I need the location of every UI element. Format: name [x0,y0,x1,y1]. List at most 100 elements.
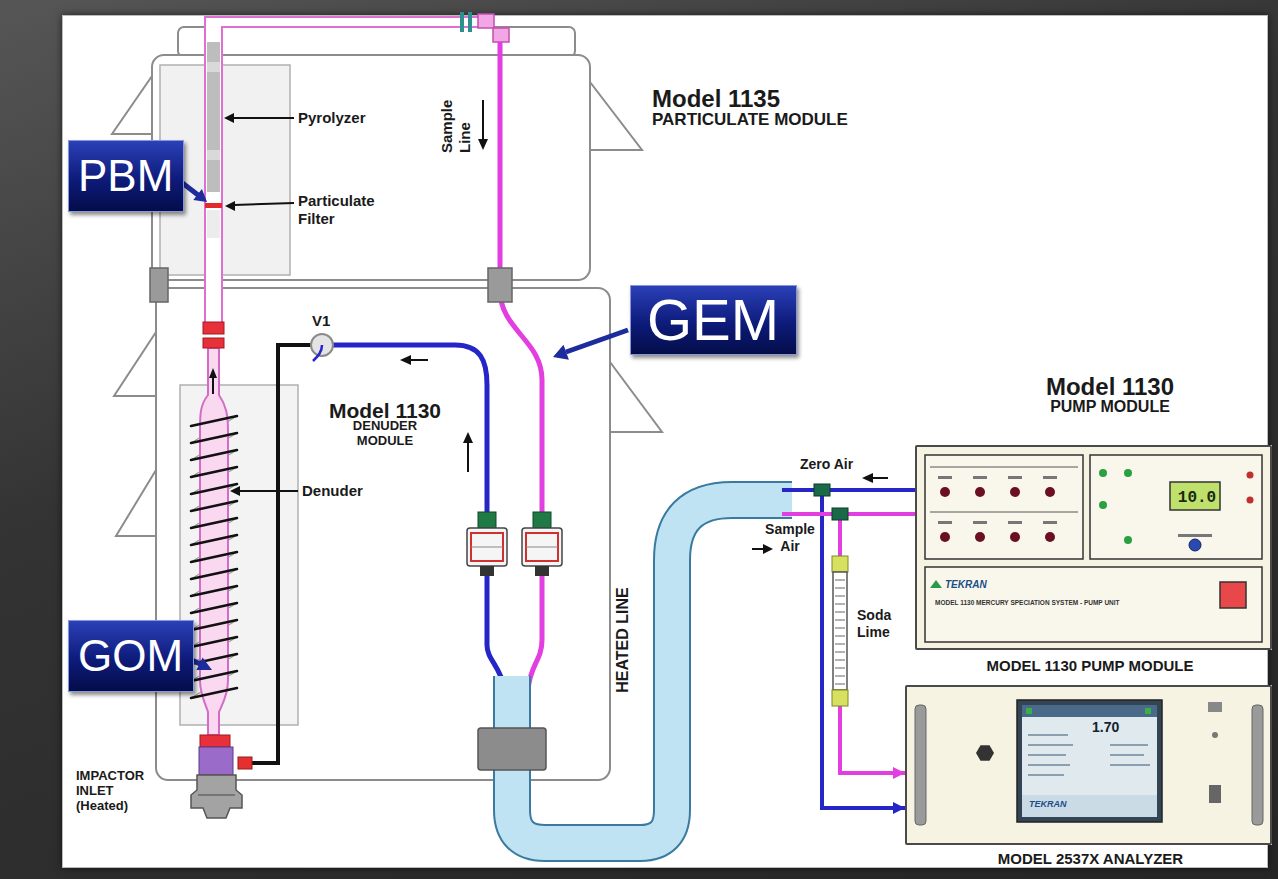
analyzer-front-panel [1022,705,1157,717]
sample-tube [207,150,220,160]
pump-front-panel [938,521,952,524]
pump-front-panel [1099,501,1107,509]
analyzer-front-panel [1022,795,1157,817]
denuder-module-housing [156,288,610,780]
part-label: Sample Line [438,91,474,153]
sample-lines [487,576,505,690]
flow-arrows [763,544,773,554]
pump-front-panel [930,467,1078,468]
sample-tube [207,210,220,238]
pump-front-panel [938,476,952,479]
pump-front-panel [1045,487,1055,497]
sample-tube [203,338,224,348]
denuder-module-housing [180,385,298,725]
node-title: GEM [647,290,780,350]
flow-arrows [872,477,888,479]
part-label: MODEL 1130 PUMP MODULE [975,657,1205,675]
denuder-module-housing [114,288,662,780]
heated-line [512,500,792,843]
pump-front-panel [925,567,1262,642]
tube-line [822,490,915,808]
analyzer-front-panel [1028,735,1150,775]
flow-arrows [862,473,873,483]
sample-tube [468,12,472,32]
particulate-module-housing [590,82,642,150]
pump-front-panel [1247,497,1254,504]
leader-arrows [234,203,294,205]
leader-arrows [240,490,298,492]
soda-lime-trap [835,580,845,684]
analyzer-front-panel [915,705,926,825]
pump-front-panel [1124,469,1132,477]
soda-lime-trap [832,556,848,572]
part-label: Model 1130 DENUDER MODULE [324,403,446,448]
sample-tube [493,28,509,42]
leader-arrows [232,117,294,119]
sample-lines [252,345,311,763]
heated-line [832,508,848,520]
heated-line [478,484,848,843]
soda-lime-trap [832,690,848,706]
pump-front-panel [940,487,950,497]
node-title: PBM [78,149,174,203]
callout-box: GEM [630,285,797,355]
flow-arrows [478,139,488,150]
sample-tube [191,416,237,698]
soda-lime-trap [832,556,848,706]
particulate-module-housing [112,27,642,280]
pump-front-panel [1043,521,1057,524]
heated-line [478,728,546,770]
filter-holders [526,547,558,548]
arrow-head [893,767,905,779]
leader-arrows [566,330,628,352]
sample-tube [207,42,220,192]
sample-tube [478,14,494,28]
pump-front-panel [1124,536,1132,544]
filter-holders [478,512,496,528]
analyzer-front-panel [905,685,1272,845]
heated-line [512,500,792,843]
analyzer-front-panel [905,685,1272,845]
part-label: Soda Lime [857,607,905,641]
flow-arrows [212,378,214,394]
sample-tube [203,322,224,334]
flow-arrows [463,432,473,443]
pump-front-panel [1189,539,1201,551]
pump-front-panel [1008,521,1022,524]
part-label: Sample Air [760,521,820,555]
pump-front-panel [1010,532,1020,542]
pump-front-panel [930,512,1078,513]
soda-lime-trap [833,572,847,690]
flow-arrows [752,548,764,550]
filter-holders [535,566,549,576]
callout-box: PBM [68,140,184,212]
part-label: Model 1135 PARTICULATE MODULE [652,88,867,130]
particulate-module-housing [178,27,575,57]
pump-front-panel [975,487,985,497]
analyzer-front-panel [1017,700,1162,822]
leader-arrows [176,113,628,670]
node-text: 10.0 [1172,484,1222,512]
leader-arrows [193,189,207,202]
sample-lines [528,576,542,690]
sample-tube [460,12,464,32]
analyzer-front-panel [1022,705,1157,817]
part-label: Pyrolyzer [298,109,366,127]
leader-arrows [553,345,569,360]
pump-front-panel [1247,472,1254,479]
pump-front-panel [915,445,1272,650]
part-label: Denuder [302,482,363,500]
particulate-module-housing [112,76,152,134]
pump-front-panel [973,476,987,479]
pump-front-panel [1178,534,1212,537]
sample-lines [488,268,512,302]
sample-tube [205,17,484,330]
pump-module: Model 1130 PUMP MODULE10.0TEKRANMODEL 11… [915,445,1272,650]
pump-front-panel [1008,476,1022,479]
tube-connector [822,490,915,814]
sample-tube [199,747,233,775]
tube-connector [840,514,915,779]
node-text: MODEL 1130 MERCURY SPECIATION SYSTEM - P… [935,599,1120,607]
part-label: Particulate Filter [298,192,398,228]
